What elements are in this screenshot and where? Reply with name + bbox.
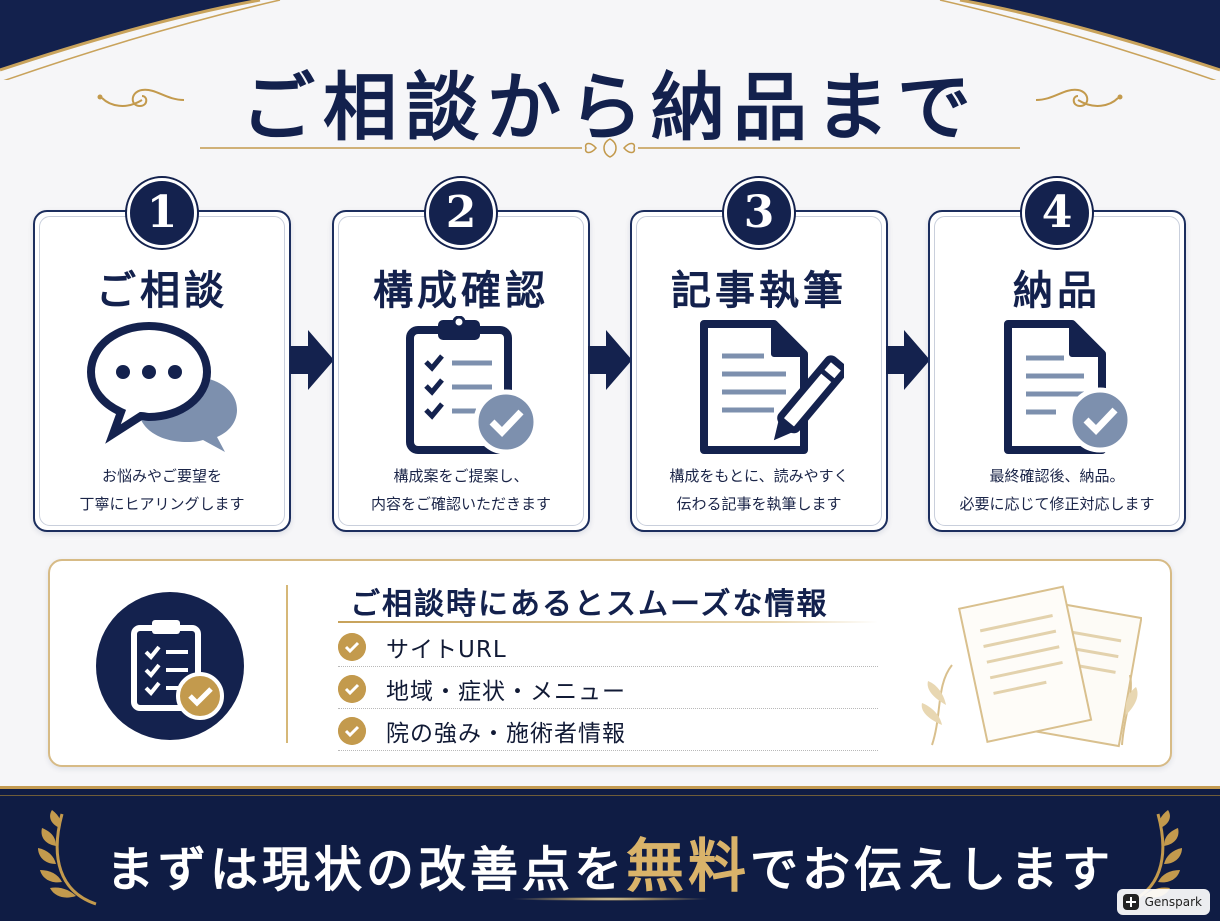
page-title: ご相談から納品まで — [241, 65, 979, 151]
title-divider — [200, 138, 1020, 158]
step-description: 構成をもとに、読みやすく 伝わる記事を執筆します — [669, 467, 849, 513]
genspark-logo-icon — [1122, 894, 1139, 910]
info-list-item: 地域・症状・メニュー — [338, 667, 878, 709]
step-number-badge: 1 — [127, 178, 197, 248]
footer-glow — [510, 897, 710, 901]
check-circle-icon — [338, 717, 366, 745]
footer-message: まずは現状の改善点を無料でお伝えします — [105, 832, 1115, 900]
step-card-4: 4 納品 最終確認後、納品。 必要に応じて修正対応します — [928, 178, 1186, 532]
clipboard-check-icon — [406, 316, 539, 455]
info-list-item: サイトURL — [338, 625, 878, 667]
step-title: 納品 — [1013, 267, 1101, 314]
step-card-3: 3 記事執筆 構成をもとに、読みやすく 伝わる記事を執筆します — [630, 178, 888, 532]
info-title: ご相談時にあるとスムーズな情報 — [350, 587, 829, 622]
step-title: ご相談 — [96, 267, 228, 314]
step-title: 構成確認 — [373, 267, 549, 314]
info-panel: ご相談時にあるとスムーズな情報 サイトURL 地域・症状・メニュー 院の強み・施… — [48, 559, 1172, 767]
left-laurel-icon — [38, 810, 97, 906]
arrow-right-icon — [588, 330, 632, 390]
step-number-badge: 3 — [724, 178, 794, 248]
top-right-corner-ornament — [939, 0, 1220, 80]
info-title-underline — [338, 621, 878, 623]
step-title: 記事執筆 — [671, 267, 847, 314]
right-flourish-icon — [1035, 88, 1123, 108]
top-left-corner-ornament — [0, 0, 281, 80]
brand-label: Genspark — [1144, 895, 1202, 909]
left-flourish-icon — [97, 88, 185, 108]
chat-bubbles-icon — [86, 321, 237, 452]
step-number-badge: 4 — [1022, 178, 1092, 248]
document-pen-icon — [700, 320, 844, 454]
footer-highlight: 無料 — [625, 832, 750, 900]
info-divider — [286, 585, 288, 743]
step-card-2: 2 構成確認 構成案をご提案し、 内容をご確認いただきます — [332, 178, 590, 532]
arrow-right-icon — [290, 330, 334, 390]
documents-illustration-icon — [921, 585, 1142, 748]
step-card-1: 1 ご相談 お悩みやご要望を 丁寧にヒアリングします — [33, 178, 291, 532]
document-check-icon — [1004, 320, 1133, 454]
clipboard-check-icon — [131, 620, 224, 720]
footer-banner: まずは現状の改善点を無料でお伝えします — [0, 786, 1220, 921]
clipboard-badge — [96, 592, 244, 740]
brand-watermark: Genspark — [1116, 889, 1210, 915]
arrow-right-icon — [886, 330, 930, 390]
step-number-badge: 2 — [426, 178, 496, 248]
check-circle-icon — [338, 675, 366, 703]
step-description: 構成案をご提案し、 内容をご確認いただきます — [370, 467, 551, 513]
check-circle-icon — [338, 633, 366, 661]
step-description: お悩みやご要望を 丁寧にヒアリングします — [79, 467, 245, 513]
step-description: 最終確認後、納品。 必要に応じて修正対応します — [959, 467, 1155, 513]
info-list-item: 院の強み・施術者情報 — [338, 709, 878, 751]
